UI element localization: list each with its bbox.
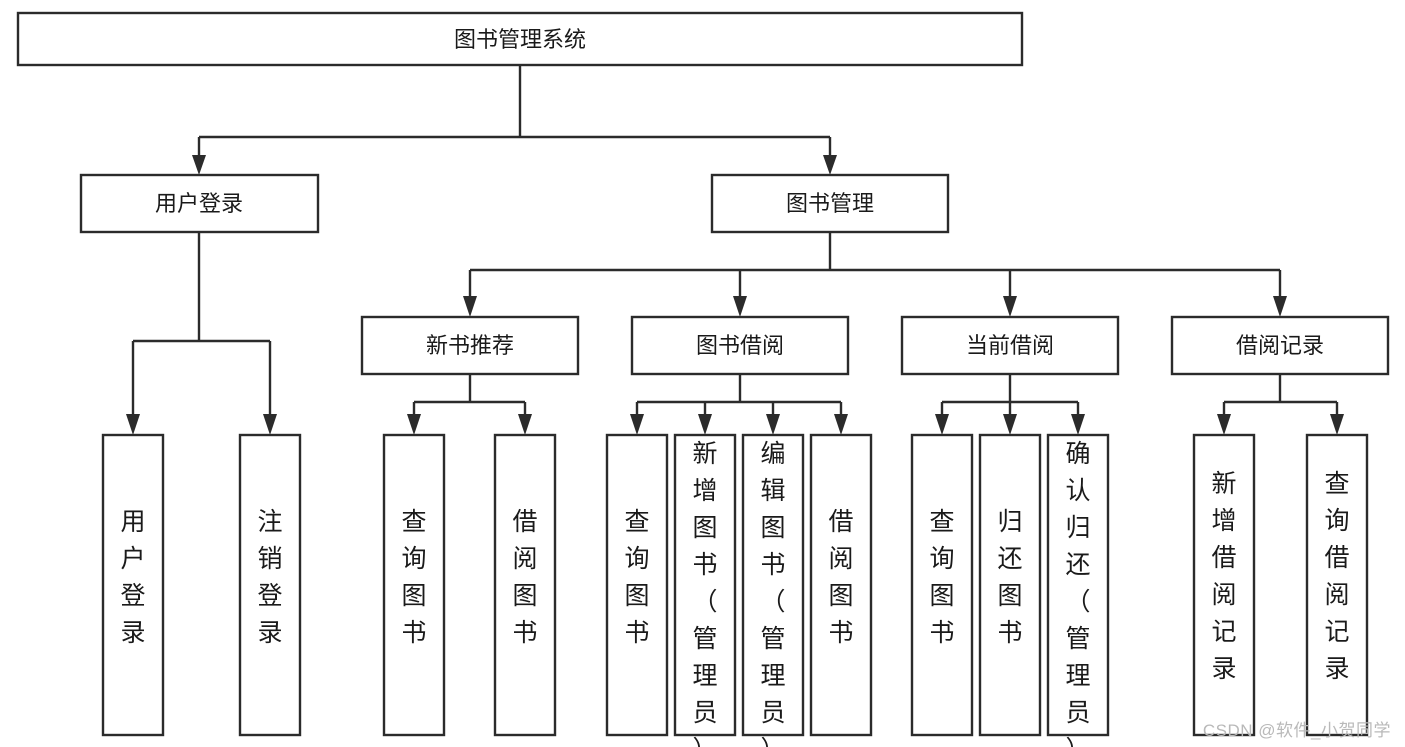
leaf-current-borrow-confirm-label: 确认归还（管理员） <box>1065 440 1090 747</box>
leaf-book-borrow-edit-label: 编辑图书（管理员） <box>760 440 785 747</box>
connector-group-root <box>192 65 837 175</box>
arrow-to-leaf-user-login <box>126 414 140 435</box>
leaf-book-borrow-add-box <box>673 433 737 737</box>
connector-group-new-book <box>407 374 532 435</box>
leaf-book-borrow-borrow-label: 借阅图书 <box>828 508 853 647</box>
leaf-user-login-logout-label: 注销登录 <box>257 508 282 647</box>
arrow-to-current-borrow <box>1003 296 1017 317</box>
node-root-box <box>16 11 1024 67</box>
leaf-user-login-login-box <box>101 433 165 737</box>
node-user-login[interactable]: 用户登录 <box>79 173 320 234</box>
node-book-borrow-label: 图书借阅 <box>696 333 784 358</box>
node-book-management[interactable]: 图书管理 <box>710 173 950 234</box>
arrow-to-book-manage <box>823 155 837 175</box>
leaf-new-book-query[interactable]: 查询图书 <box>382 433 446 737</box>
node-root-book-management-system[interactable]: 图书管理系统 <box>16 11 1024 67</box>
connector-group-borrow-record <box>1217 374 1344 435</box>
leaf-book-borrow-borrow[interactable]: 借阅图书 <box>809 433 873 737</box>
leaf-book-borrow-edit[interactable]: 编辑图书（管理员） <box>741 433 805 747</box>
arrow-to-bookborrow-edit <box>766 414 780 435</box>
node-current-borrow-box <box>900 315 1120 376</box>
arrow-to-newbook-query <box>407 414 421 435</box>
leaf-new-book-query-label: 查询图书 <box>401 508 426 647</box>
arrow-to-borrowrecord-add <box>1217 414 1231 435</box>
leaf-current-borrow-return[interactable]: 归还图书 <box>978 433 1042 737</box>
arrow-to-user-login <box>192 155 206 175</box>
leaf-current-borrow-query-label: 查询图书 <box>929 508 954 647</box>
arrow-to-newbook-borrow <box>518 414 532 435</box>
leaf-book-borrow-query-label: 查询图书 <box>624 508 649 647</box>
leaf-current-borrow-query[interactable]: 查询图书 <box>910 433 974 737</box>
connector-group-book-manage <box>463 232 1287 317</box>
leaf-current-borrow-confirm[interactable]: 确认归还（管理员） <box>1046 433 1110 747</box>
node-current-borrow-label: 当前借阅 <box>966 333 1054 358</box>
node-borrow-record-box <box>1170 315 1390 376</box>
leaf-borrow-record-add[interactable]: 新增借阅记录 <box>1192 433 1256 737</box>
arrow-to-new-book <box>463 296 477 317</box>
leaf-user-login-login-label: 用户登录 <box>120 508 145 647</box>
node-borrow-record-label: 借阅记录 <box>1236 333 1324 358</box>
leaf-borrow-record-query-box <box>1305 433 1369 737</box>
node-root-label: 图书管理系统 <box>454 27 586 52</box>
arrow-to-currentborrow-confirm <box>1071 414 1085 435</box>
leaf-current-borrow-return-box <box>978 433 1042 737</box>
leaf-book-borrow-add-label: 新增图书（管理员） <box>692 440 717 747</box>
node-book-borrow[interactable]: 图书借阅 <box>630 315 850 376</box>
leaf-user-login-logout-box <box>238 433 302 737</box>
node-user-login-box <box>79 173 320 234</box>
leaf-book-borrow-edit-box <box>741 433 805 737</box>
arrow-to-bookborrow-query <box>630 414 644 435</box>
leaf-current-borrow-query-box <box>910 433 974 737</box>
leaf-borrow-record-add-label: 新增借阅记录 <box>1211 470 1236 683</box>
arrow-to-borrowrecord-query <box>1330 414 1344 435</box>
node-book-management-label: 图书管理 <box>786 191 874 216</box>
connector-group-current-borrow <box>935 374 1085 435</box>
connector-group-book-borrow <box>630 374 848 435</box>
leaf-book-borrow-borrow-box <box>809 433 873 737</box>
leaf-borrow-record-query-label: 查询借阅记录 <box>1324 470 1349 683</box>
csdn-watermark: CSDN @软件_小贺同学 <box>1202 721 1391 740</box>
leaf-user-login-login[interactable]: 用户登录 <box>101 433 165 737</box>
leaf-book-borrow-add[interactable]: 新增图书（管理员） <box>673 433 737 747</box>
node-new-book-recommend-box <box>360 315 580 376</box>
node-current-borrow[interactable]: 当前借阅 <box>900 315 1120 376</box>
arrow-to-currentborrow-query <box>935 414 949 435</box>
node-new-book-recommend-label: 新书推荐 <box>426 333 514 358</box>
leaf-book-borrow-query[interactable]: 查询图书 <box>605 433 669 737</box>
node-new-book-recommend[interactable]: 新书推荐 <box>360 315 580 376</box>
leaf-book-borrow-query-box <box>605 433 669 737</box>
leaf-new-book-borrow-label: 借阅图书 <box>512 508 537 647</box>
leaf-borrow-record-query[interactable]: 查询借阅记录 <box>1305 433 1369 737</box>
node-book-borrow-box <box>630 315 850 376</box>
arrow-to-bookborrow-borrow <box>834 414 848 435</box>
leaf-user-login-logout[interactable]: 注销登录 <box>238 433 302 737</box>
node-book-management-box <box>710 173 950 234</box>
arrow-to-currentborrow-return <box>1003 414 1017 435</box>
leaf-new-book-query-box <box>382 433 446 737</box>
arrow-to-book-borrow <box>733 296 747 317</box>
connector-group-user-login <box>126 232 277 435</box>
leaf-current-borrow-return-label: 归还图书 <box>997 508 1022 647</box>
leaf-new-book-borrow[interactable]: 借阅图书 <box>493 433 557 737</box>
arrow-to-bookborrow-add <box>698 414 712 435</box>
leaf-current-borrow-confirm-box <box>1046 433 1110 737</box>
node-borrow-record[interactable]: 借阅记录 <box>1170 315 1390 376</box>
arrow-to-leaf-logout <box>263 414 277 435</box>
node-user-login-label: 用户登录 <box>155 191 243 216</box>
arrow-to-borrow-record <box>1273 296 1287 317</box>
leaf-borrow-record-add-box <box>1192 433 1256 737</box>
leaf-new-book-borrow-box <box>493 433 557 737</box>
